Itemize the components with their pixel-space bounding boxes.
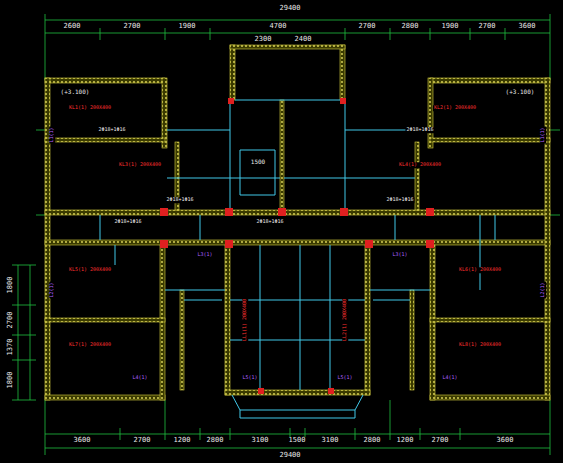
plan-label: 1900 [178,23,197,31]
plan-label: 1200 [173,437,192,445]
plan-label: 2700 [358,23,377,31]
plan-label: KL6(1) 200X400 [458,267,502,273]
plan-label: KL7(1) 200X400 [68,342,112,348]
plan-label: 2600 [63,23,82,31]
plan-label: L4(1) [441,375,458,381]
plan-label: L2(1) [49,281,55,298]
column-marks [160,98,434,394]
plan-label: 2Φ18+1Φ16 [385,197,414,203]
plan-label: 2Φ18+1Φ16 [97,127,126,133]
plan-label: L3(1) [196,252,213,258]
plan-label: 1200 [396,437,415,445]
plan-label: 2300 [254,36,273,44]
grid-lines [12,14,560,455]
beam-lines [100,100,495,418]
plan-label: 2700 [431,437,450,445]
plan-label: 2700 [123,23,142,31]
plan-label: 2Φ18+1Φ16 [165,197,194,203]
shear-walls [45,45,550,400]
plan-label: 1800 [7,276,15,295]
plan-label: L4(1) [131,375,148,381]
plan-label: 2700 [7,311,15,330]
plan-label: 3100 [321,437,340,445]
plan-label: 2Φ18+1Φ16 [113,219,142,225]
plan-label: 3100 [251,437,270,445]
plan-label: 2700 [478,23,497,31]
plan-label: 3600 [518,23,537,31]
plan-label: LL1(1) 200X400 [242,298,248,342]
plan-label: 1370 [7,338,15,357]
plan-label: (+3.100) [505,89,536,96]
plan-label: 1900 [441,23,460,31]
plan-label: L1(1) [49,126,55,143]
plan-label: 1500 [250,159,266,166]
plan-label: 2800 [363,437,382,445]
plan-label: 29400 [278,452,301,460]
plan-label: KL2(1) 200X400 [433,105,477,111]
plan-label: 29400 [278,5,301,13]
plan-label: L5(1) [241,375,258,381]
plan-label: 2700 [133,437,152,445]
plan-label: 2Φ18+1Φ16 [255,219,284,225]
plan-label: KL8(1) 200X400 [458,342,502,348]
plan-label: L1(1) [540,126,546,143]
plan-label: 3600 [496,437,515,445]
plan-label: 2400 [294,36,313,44]
plan-label: 2Φ18+1Φ16 [405,127,434,133]
plan-label: 2800 [206,437,225,445]
plan-label: (+3.100) [60,89,91,96]
plan-label: LL2(1) 200X400 [342,298,348,342]
plan-label: L5(1) [336,375,353,381]
plan-label: KL1(1) 200X400 [68,105,112,111]
plan-label: 3600 [73,437,92,445]
plan-label: 1800 [7,371,15,390]
plan-label: KL4(1) 200X400 [398,162,442,168]
plan-label: 2800 [401,23,420,31]
plan-label: L2(1) [540,281,546,298]
plan-label: KL3(1) 200X400 [118,162,162,168]
plan-label: KL5(1) 200X400 [68,267,112,273]
plan-label: 4700 [269,23,288,31]
plan-label: L3(1) [391,252,408,258]
plan-label: 1500 [288,437,307,445]
